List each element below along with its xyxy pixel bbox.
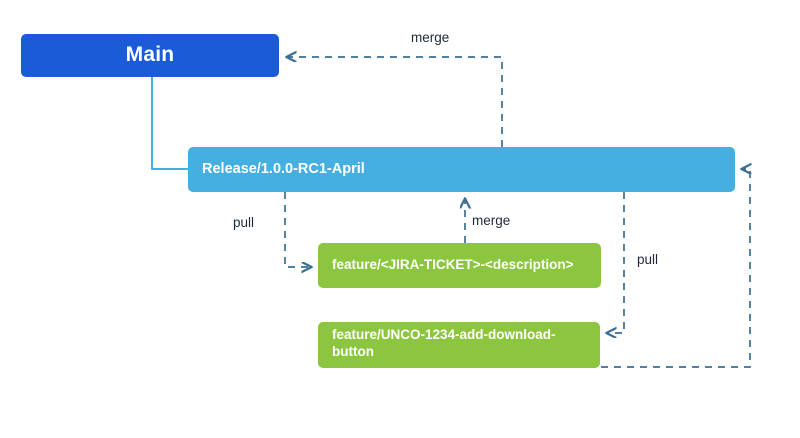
node-feature-unco-branch[interactable]: feature/UNCO-1234-add-download- button [318,322,600,368]
edge-release-to-main [287,57,503,147]
node-feature-unco-branch-label-line2: button [332,343,374,359]
node-feature-unco-branch-label: feature/UNCO-1234-add-download- button [332,327,556,361]
node-release-branch-label: Release/1.0.0-RC1-April [202,161,365,178]
edge-label-merge-to-main: merge [411,30,450,45]
node-main-branch[interactable]: Main [21,34,279,77]
node-release-branch[interactable]: Release/1.0.0-RC1-April [188,147,735,192]
edge-label-pull-release-to-feature: pull [233,215,255,230]
edge-release-to-feature-unco [607,192,625,333]
node-feature-template-branch[interactable]: feature/<JIRA-TICKET>-<description> [318,243,601,288]
node-feature-template-branch-label: feature/<JIRA-TICKET>-<description> [332,257,574,273]
edge-feature-unco-to-release [601,169,750,368]
edge-release-to-feature-template [284,192,311,267]
edge-label-merge-feature-to-release: merge [472,213,511,228]
edge-main-to-release [151,77,189,170]
edge-label-pull-release-to-unco: pull [637,252,659,267]
node-main-branch-label: Main [125,43,175,67]
node-feature-unco-branch-label-line1: feature/UNCO-1234-add-download- [332,327,556,342]
